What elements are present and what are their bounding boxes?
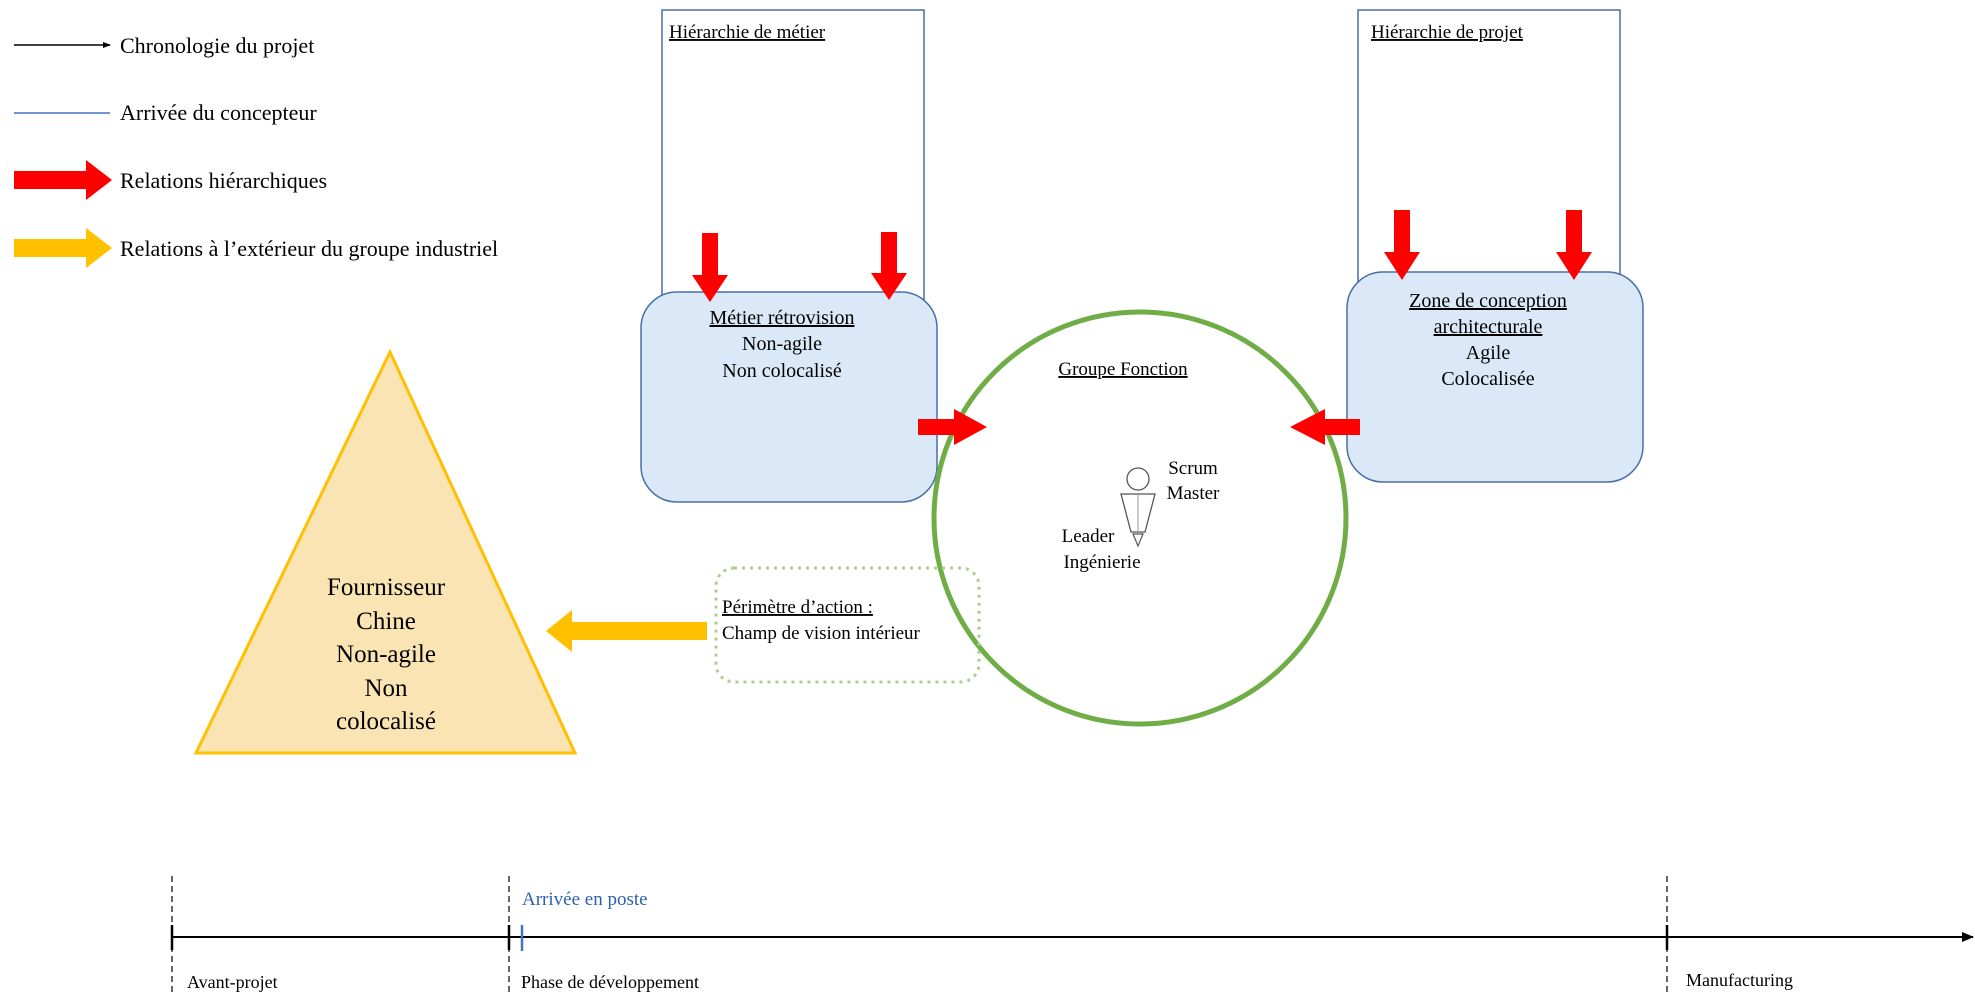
- legend-arrival-label: Arrivée du concepteur: [120, 100, 317, 125]
- metier-to-groupe-arrow: [918, 409, 987, 445]
- zone-conception-line1: Agile: [1466, 342, 1511, 364]
- zone-conception-title-1: Zone de conception: [1409, 290, 1567, 312]
- legend-hierarchical-arrow-icon: [14, 160, 112, 200]
- zone-to-groupe-arrow: [1290, 409, 1360, 445]
- hierarchie-projet-label: Hiérarchie de projet: [1371, 22, 1524, 43]
- perimetre-line: Champ de vision intérieur: [722, 623, 921, 644]
- scrum-label: Scrum: [1168, 458, 1218, 479]
- hierarchie-metier-label: Hiérarchie de métier: [669, 22, 826, 43]
- zone-conception-box: [1346, 271, 1644, 483]
- fournisseur-line5: colocalisé: [336, 708, 436, 735]
- projet-down-arrow-right: [1556, 210, 1592, 280]
- legend-external-label: Relations à l’extérieur du groupe indust…: [120, 236, 498, 261]
- groupe-fonction-title: Groupe Fonction: [1058, 359, 1188, 380]
- fournisseur-line4: Non: [364, 675, 408, 702]
- metier-retrovision-line1: Non-agile: [742, 333, 822, 355]
- fournisseur-triangle: [193, 348, 578, 755]
- ingenierie-label: Ingénierie: [1063, 552, 1140, 573]
- legend-hierarchical-label: Relations hiérarchiques: [120, 168, 327, 193]
- legend: Chronologie du projet Arrivée du concept…: [14, 33, 498, 268]
- perimetre-title: Périmètre d’action :: [722, 597, 873, 618]
- legend-chronology-label: Chronologie du projet: [120, 33, 314, 58]
- arrivee-label: Arrivée en poste: [522, 889, 648, 910]
- fournisseur-line3: Non-agile: [336, 641, 436, 668]
- master-label: Master: [1167, 483, 1220, 504]
- metier-retrovision-line2: Non colocalisé: [722, 360, 842, 382]
- fournisseur-line1: Fournisseur: [327, 574, 446, 601]
- groupe-fonction-circle: [931, 309, 1349, 727]
- hierarchie-metier-box: [661, 9, 925, 303]
- metier-down-arrow-left: [692, 233, 728, 302]
- external-arrow: [546, 610, 707, 652]
- fournisseur-line2: Chine: [356, 608, 416, 635]
- zone-conception-title-2: architecturale: [1434, 316, 1543, 338]
- zone-conception-line2: Colocalisée: [1441, 368, 1534, 390]
- legend-external-arrow-icon: [14, 228, 112, 268]
- phase-avant-projet: Avant-projet: [187, 972, 278, 992]
- metier-down-arrow-right: [871, 232, 907, 300]
- timeline: Arrivée en poste Avant-projet Phase de d…: [170, 876, 1974, 995]
- phase-developpement: Phase de développement: [521, 972, 699, 992]
- leader-label: Leader: [1062, 526, 1115, 547]
- metier-retrovision-box: [640, 291, 938, 503]
- metier-retrovision-title: Métier rétrovision: [710, 307, 855, 329]
- person-icon: [1120, 467, 1156, 548]
- phase-manufacturing: Manufacturing: [1686, 970, 1793, 990]
- perimetre-box: [714, 566, 981, 684]
- projet-down-arrow-left: [1384, 210, 1420, 280]
